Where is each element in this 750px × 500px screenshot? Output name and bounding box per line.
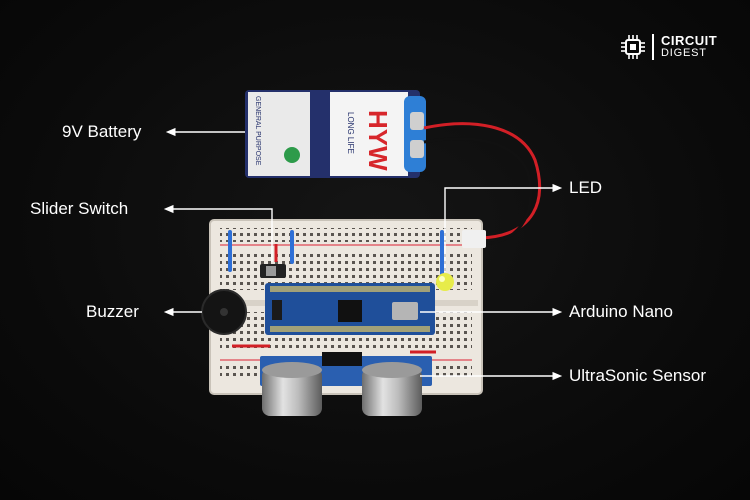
logo-divider: [652, 34, 654, 60]
battery-side-print: GENERAL PURPOSE: [254, 96, 261, 166]
slider-switch-label: Slider Switch: [30, 199, 129, 218]
ultrasonic-sensor: [260, 352, 432, 416]
battery-brand: HYW: [363, 110, 393, 171]
circuit-chip-icon: [621, 35, 645, 59]
arduino-nano: [265, 283, 435, 335]
arduino-label: Arduino Nano: [569, 302, 673, 321]
battery-9v: HYW LONG LIFE GENERAL PURPOSE: [245, 90, 426, 178]
buzzer-label: Buzzer: [86, 302, 139, 321]
led-pointer: [444, 183, 563, 272]
led: [436, 273, 454, 291]
slider-switch: [260, 264, 286, 278]
led-label: LED: [569, 178, 603, 197]
switch-pointer: [163, 204, 273, 262]
logo-line1: CIRCUIT: [661, 33, 718, 48]
sensor-label: UltraSonic Sensor: [569, 366, 707, 385]
pointer-lines: [163, 127, 563, 381]
battery-leads: [423, 122, 542, 248]
logo-line2: DIGEST: [661, 47, 707, 59]
brand-logo: CIRCUIT DIGEST: [620, 34, 717, 60]
battery-label: 9V Battery: [62, 122, 142, 141]
battery-tagline: LONG LIFE: [346, 112, 355, 154]
jumper-wires: [228, 230, 444, 354]
logo-text: CIRCUIT DIGEST: [661, 33, 718, 59]
buzzer: [201, 289, 247, 335]
